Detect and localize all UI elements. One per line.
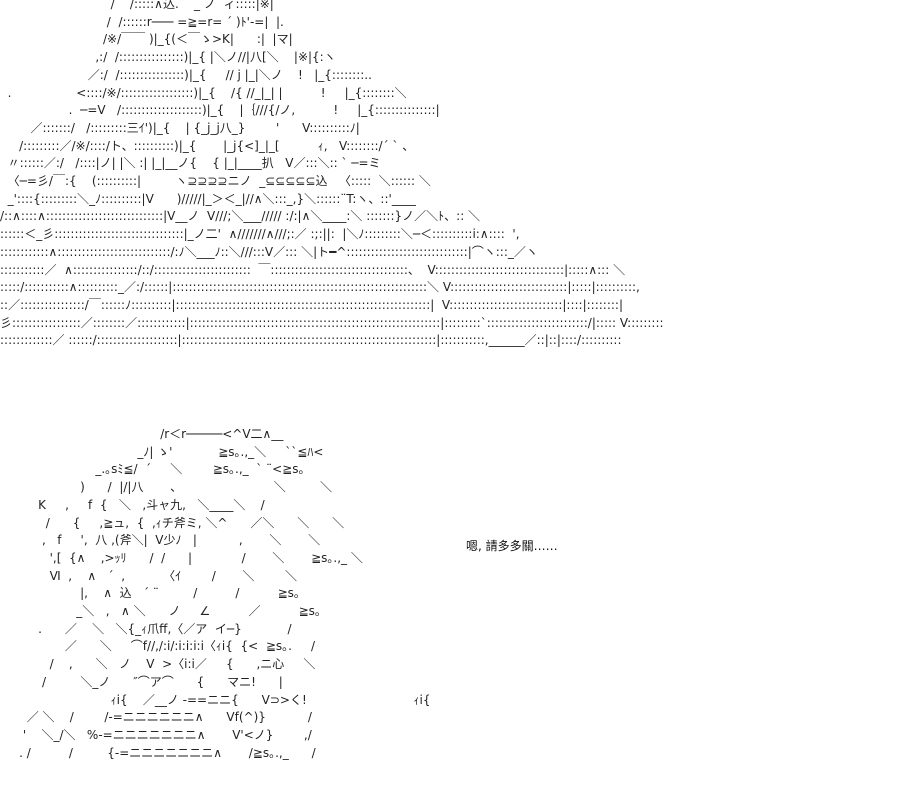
art-line: _＼ , ∧ ＼ ノ ∠ ／ ≧s｡ [0,604,321,619]
art-line: ／ ＼ / /-=ニニニニニニ∧ Vf(^)} / [0,710,312,725]
art-line: ',[ {∧ ,>ｯﾘ / / | / ＼ ≧s｡.,_ ＼ [0,550,363,565]
art-line: / /::::::r─── =≧=r= ´ )ﾄ'‐=| |. [0,14,284,29]
ascii-art-top-figure: / /:::::∧込. _ ノ ィ:::::|※| / /::::::r─── … [0,0,664,350]
art-line: /::∧::::∧:::::::::::::::::::::::::::::|V… [0,209,481,224]
speech-caption: 嗯, 請多多關…… [466,539,558,553]
art-line: 〈─=彡/￣:{ (::::::::::| ヽ⊇⊇⊇⊇ニノ _⊆⊆⊆⊆⊆込 〈:… [0,174,431,189]
art-line: /r＜r─────<^V二∧__ [0,427,284,441]
art-line: . ─=V /::::::::::::::::::::)|_{ |｛///{/ノ… [0,103,440,118]
art-line: ／:/ /::::::::::::::::)|_{ // j |_|＼ノ ! |… [0,67,372,82]
art-line: |, ∧ 込 ´ ¨ / / ≧s｡ [0,586,300,601]
art-line: _'::::{:::::::::＼_ﾉ::::::::::|V )/////|_… [0,191,416,206]
art-line: ::::::::::::∧:::::::::::::::::::::::::::… [0,244,538,259]
art-line: / /:::::∧込. _ ノ ィ:::::|※| [0,0,274,11]
art-line: . <::::/※/::::::::::::::::::)|_{ /{ //_|… [0,85,407,100]
art-line: _.｡sﾐ≦/ ´ ＼ ≧s｡.,_ ` ¨<≧s｡ [0,462,305,477]
art-line: ,:/ /::::::::::::::::)|_{ |＼ノ//|八[＼ |※|{… [0,50,336,65]
art-line: K , f { ＼ ,斗ャ九, ＼____＼ / [0,497,265,512]
art-line: ) / |/|八 、 ＼ ＼ [0,480,333,495]
art-line: / { ,≧ュ, { ,ｨチ斧ミ, ＼^ ／＼ ＼ ＼ [0,515,345,530]
art-line: :::::::::::::／ ::::::/::::::::::::::::::… [0,333,622,348]
art-line: :::::::::::／ ∧::::::::::::::::/::/::::::… [0,262,626,277]
ascii-art-bottom-figure: /r＜r─────<^V二∧__ _ﾉ| ゝ' ≧s｡.,_＼ ``≦ﾊ< _.… [0,426,431,762]
art-line: 〃::::::／:/ /::::|ノ| |＼ :| |_|__ノ{ { |_|_… [0,156,381,171]
art-line: . / / {-=ニニニニニニニ∧ /≧s｡.,_ / [0,745,316,760]
art-line: _ﾉ| ゝ' ≧s｡.,_＼ ``≦ﾊ< [0,444,324,459]
art-line: . ／ ＼ ＼{_ｨ爪ff,〈／ア イ─} / [0,621,292,636]
art-line: /:::::::::／/※/::::/ト、::::::::::)|_{ |_j{… [0,138,415,153]
art-line: , f ', 八 ,(斧＼| V少ﾉ | , ＼ ＼ [0,533,321,548]
art-line: 彡:::::::::::::::::／::::::::／::::::::::::… [0,315,664,330]
art-line: ::／::::::::::::::::/￣::::::ﾉ::::::::::|:… [0,297,624,312]
art-line: ／ ＼ ⌒f//,/:i/:i:i:i:i〈ｨi{ {< ≧s｡. / [0,639,316,654]
art-line: / , ＼ ノ V >〈i:i／ { ,ニ心 ＼ [0,657,316,672]
art-line: ／:::::::/ /:::::::::三ｲ')|_{ | {_j_j八_} '… [0,120,360,135]
art-line: ::::::＜_彡:::::::::::::::::::::::::::::::… [0,227,520,242]
art-line: /※/￣￣ )|_{(＜￣ゝ>K| :| |マ| [0,32,293,47]
art-line: ｨi{ ／__ノ -==ニニ{ V⊃>く! ｨi{ [0,692,431,707]
art-line: / ＼_ノ ″⌒ア⌒ { マニ! | [0,674,283,689]
art-line: ' ＼_/＼ %-=ニニニニニニニ∧ V'<ノ} ,/ [0,727,312,742]
art-line: Ⅵ , ∧ ´ , 〈ｲ / ＼ ＼ [0,568,297,583]
art-line: :::::/:::::::::::∧::::::::::_／:/::::::|:… [0,280,640,295]
